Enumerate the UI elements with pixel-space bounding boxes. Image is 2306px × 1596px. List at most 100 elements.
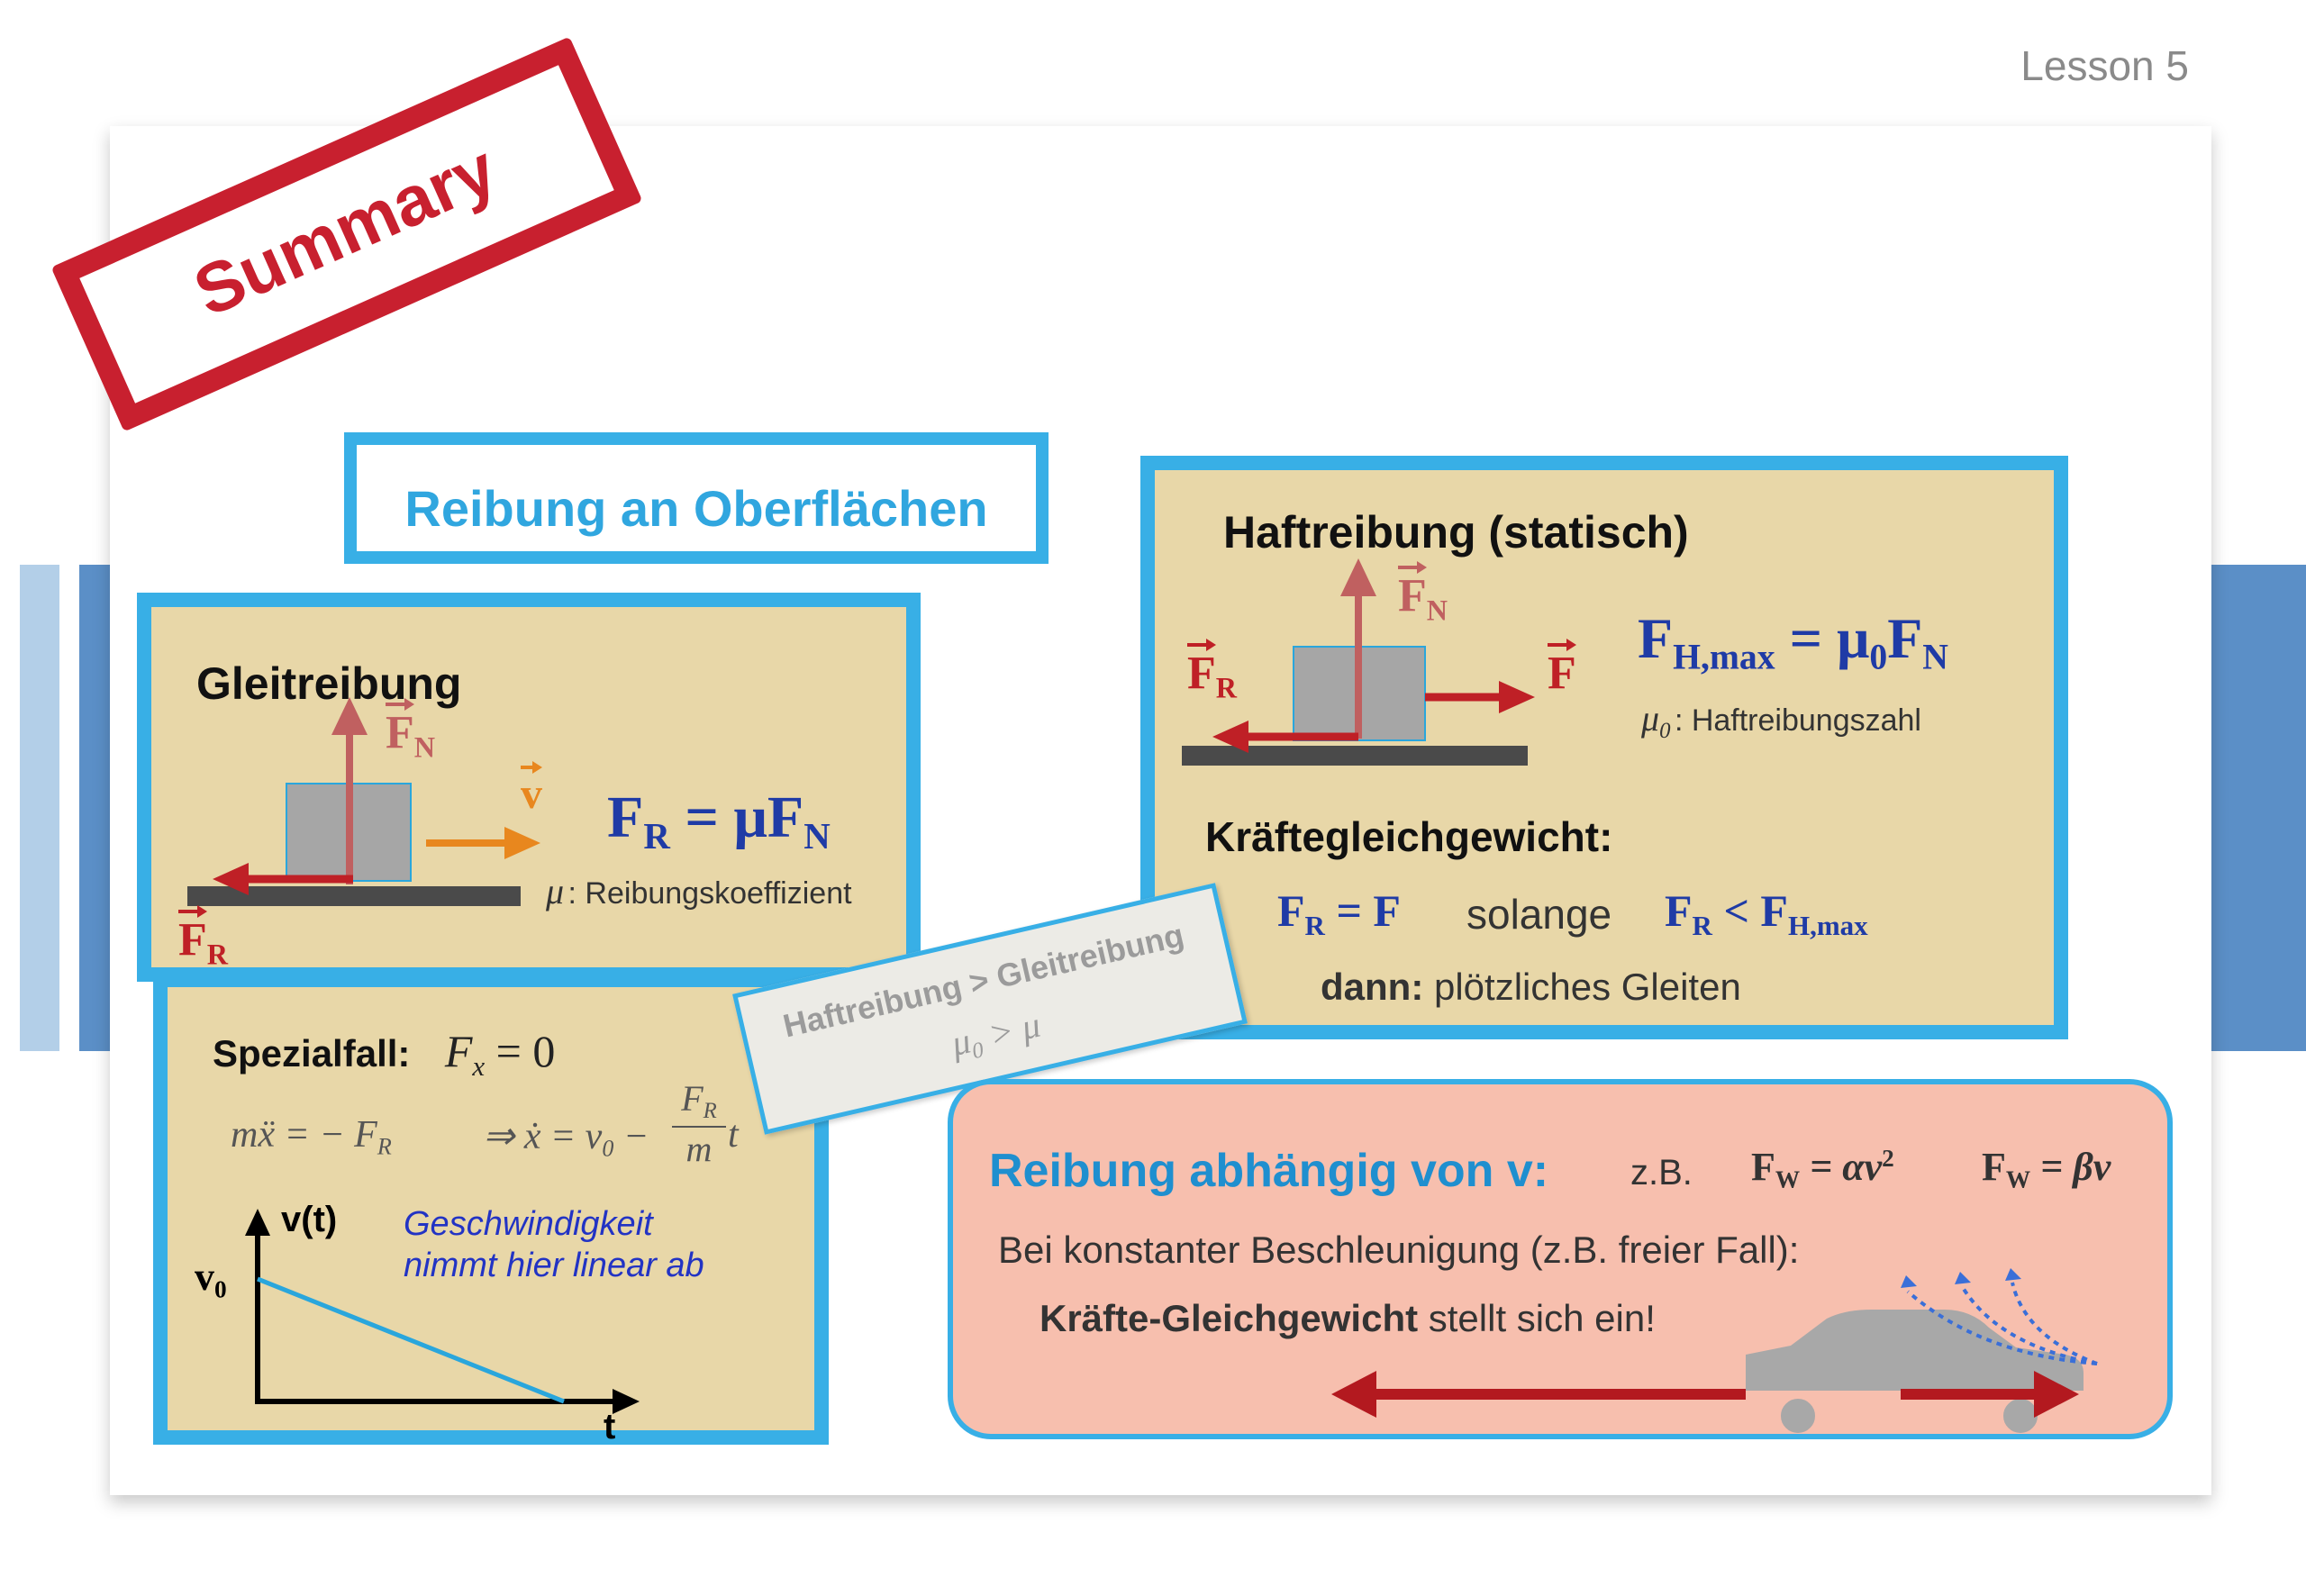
haft-formula-lhs: F — [1638, 606, 1674, 670]
graph-note-line2: nimmt hier linear ab — [404, 1247, 704, 1284]
gleit-v-label: v — [521, 761, 542, 819]
haft-balance-heading: Kräftegleichgewicht: — [1205, 813, 1613, 860]
velocity-formula2: FW = βv — [1982, 1144, 2111, 1194]
graph-x-label: t — [604, 1407, 616, 1446]
haftreibung-diagram — [1182, 558, 1535, 766]
haft-f-label: F — [1548, 639, 1576, 700]
gleitreibung-diagram — [187, 697, 540, 906]
haft-mu0-sub: 0 — [1659, 718, 1671, 743]
haft-formula: FH,max = μ0FN — [1638, 605, 1948, 678]
note-mu-rest: > μ — [976, 1003, 1044, 1057]
haft-then-line: dann: plötzliches Gleiten — [1321, 966, 1741, 1009]
car-diagram — [1331, 1268, 2098, 1434]
velocity-line2-bold: Kräfte-Gleichgewicht — [1040, 1297, 1419, 1339]
friction-force-arrowhead — [213, 863, 249, 895]
frac-den: m — [685, 1128, 713, 1169]
gleit-formula: FR = μFN — [607, 784, 831, 857]
haft-eq1-lhs: F — [1277, 885, 1305, 936]
haft-fn-label: FN — [1398, 561, 1448, 627]
velocity-line2: Kräfte-Gleichgewicht stellt sich ein! — [1040, 1297, 1656, 1340]
velocity-line2-text: stellt sich ein! — [1418, 1297, 1656, 1339]
graph-v0: v — [195, 1255, 214, 1299]
velocity-f1-sub: W — [1775, 1165, 1801, 1193]
haft-ground-bar — [1182, 746, 1528, 766]
gleit-fr: F — [178, 905, 207, 966]
left-bar-light — [20, 565, 59, 1051]
eq-right: ⇒ ẋ = v — [483, 1116, 603, 1157]
velocity-f1-rhs: = αv — [1810, 1145, 1883, 1189]
velocity-formula1: FW = αv2 — [1751, 1144, 1894, 1194]
airflow-arrowhead-1 — [1901, 1275, 1917, 1288]
velocity-f1: F — [1751, 1145, 1775, 1189]
gleit-formula-rhs: = μF — [685, 784, 804, 850]
haft-mu0-line: μ0 : Haftreibungszahl — [1641, 697, 1921, 744]
haft-fr-sub: R — [1215, 671, 1238, 704]
velocity-graph — [245, 1209, 640, 1414]
haft-fn: F — [1398, 561, 1427, 621]
eq-minus: − — [622, 1116, 649, 1157]
airflow-line-3 — [2011, 1282, 2098, 1365]
gleit-formula-rhs-sub: N — [803, 816, 831, 857]
gleit-fn-sub: N — [413, 730, 436, 764]
ground-bar — [187, 886, 521, 906]
spezialfall-cond-f: F — [444, 1026, 473, 1076]
haft-fr-label: FR — [1187, 639, 1238, 704]
gleit-fr-sub: R — [206, 938, 229, 971]
airflow-arrowhead-2 — [1955, 1272, 1971, 1284]
lesson-label: Lesson 5 — [2020, 42, 2189, 89]
car-icon — [1746, 1310, 2084, 1391]
haft-mu0: μ — [1641, 698, 1660, 739]
spezialfall-equation: mẍ = − FR — [231, 1113, 392, 1160]
haft-fn-sub: N — [1426, 594, 1448, 627]
airflow-line-2 — [1960, 1284, 2098, 1365]
haft-then-bold: dann: — [1321, 966, 1424, 1008]
haft-formula-lhs-sub: H,max — [1673, 637, 1775, 677]
velocity-f2: F — [1982, 1145, 2006, 1189]
graph-x-arrow — [613, 1389, 640, 1414]
graph-y-arrow — [245, 1209, 270, 1236]
frac-num-sub: R — [703, 1098, 717, 1123]
eq-fraction: FR m — [672, 1077, 726, 1170]
spezialfall-equation-right: ⇒ ẋ = v0 − — [483, 1113, 649, 1162]
graph-note: Geschwindigkeit nimmt hier linear ab — [404, 1203, 704, 1286]
velocity-eg: z.B. — [1630, 1153, 1693, 1192]
gleit-formula-lhs-sub: R — [643, 816, 670, 857]
haft-eq2: FR < FH,max — [1665, 884, 1868, 942]
eq-t: t — [728, 1114, 739, 1156]
airflow-arrowhead-3 — [2005, 1268, 2021, 1281]
haft-formula-f: F — [1887, 606, 1923, 670]
graph-velocity-line — [257, 1276, 565, 1404]
haft-f: F — [1548, 639, 1576, 699]
haft-eq1-rhs: = F — [1336, 885, 1401, 936]
car-wheel-rear — [1775, 1393, 1820, 1434]
haft-applied-arrowhead — [1499, 681, 1535, 713]
graph-y-label: v(t) — [281, 1200, 338, 1239]
graph-v0-sub: 0 — [214, 1275, 227, 1303]
gleit-fn: F — [386, 698, 414, 758]
eq-left-sub: R — [377, 1133, 392, 1160]
gleitreibung-heading: Gleitreibung — [196, 658, 462, 709]
haft-mu0-desc: : Haftreibungszahl — [1674, 703, 1921, 738]
title-text: Reibung an Oberflächen — [404, 480, 988, 537]
right-bar-dark — [2211, 565, 2306, 1051]
gravity-force-arrowhead — [2034, 1371, 2079, 1418]
eq-right-sub: 0 — [602, 1135, 614, 1162]
haft-eq-word: solange — [1466, 891, 1612, 938]
haft-eq2-rel: < F — [1723, 885, 1788, 936]
left-bar-dark — [79, 565, 110, 1051]
spezialfall-label: Spezialfall: — [213, 1032, 411, 1075]
spezialfall-condition: Spezialfall: Fx = 0 — [213, 1025, 555, 1083]
haft-normal-arrowhead — [1340, 558, 1376, 596]
haft-then-text: plötzliches Gleiten — [1423, 966, 1741, 1008]
airflow-line-1 — [1906, 1290, 2098, 1365]
gleit-fr-label: FR — [178, 905, 229, 971]
haft-heading: Haftreibung (statisch) — [1223, 507, 1689, 558]
gleit-mu: μ — [546, 871, 565, 911]
drag-force-arrowhead — [1331, 1371, 1376, 1418]
spezialfall-cond-sub: x — [472, 1049, 486, 1082]
haft-formula-rhs: = μ — [1789, 606, 1870, 670]
title-box: Reibung an Oberflächen — [344, 432, 1049, 564]
velocity-f2-rhs: = βv — [2040, 1145, 2111, 1189]
haft-eq2-rhs-sub: H,max — [1787, 909, 1868, 941]
haft-fr: F — [1187, 639, 1216, 699]
